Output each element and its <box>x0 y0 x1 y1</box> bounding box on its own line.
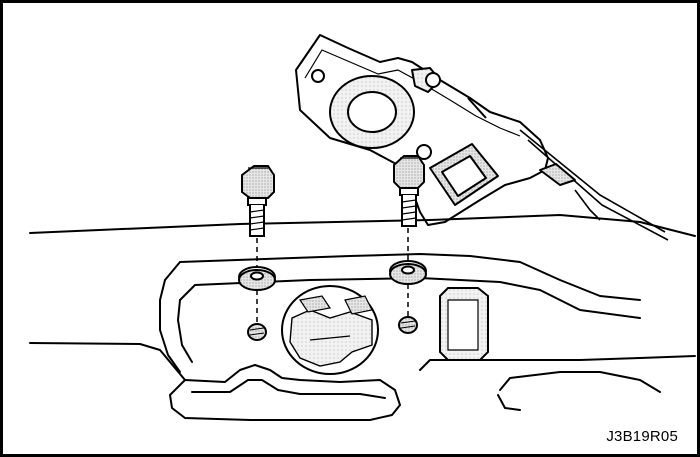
hex-bolt-icon <box>393 155 425 227</box>
threaded-hole-icon <box>247 323 267 341</box>
alignment-lines <box>256 228 409 322</box>
body-panel <box>29 214 696 421</box>
figure-code-label: J3B19R05 <box>606 428 678 445</box>
actuator-bracket <box>295 34 669 241</box>
panel-slot <box>439 287 489 361</box>
access-opening <box>281 285 379 375</box>
threaded-hole-icon <box>398 316 418 334</box>
hex-bolt-icon <box>241 165 275 237</box>
washer-icon <box>389 260 427 285</box>
washer-icon <box>238 266 276 291</box>
